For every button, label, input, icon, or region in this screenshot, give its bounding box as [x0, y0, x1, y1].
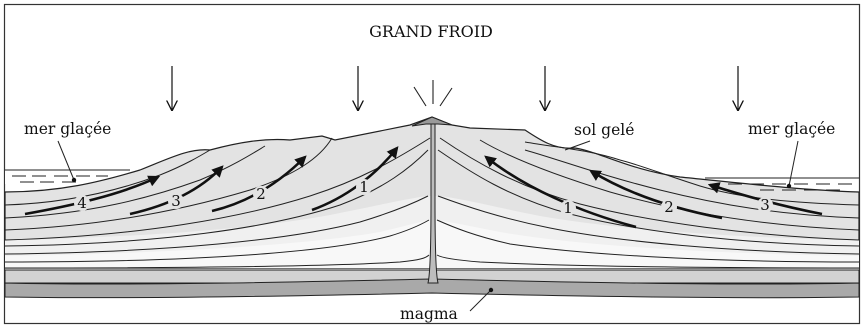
- arrow-number: 1: [359, 178, 369, 196]
- arrow-number: 2: [664, 198, 674, 216]
- summit-rays: [414, 80, 452, 106]
- label-magma: magma: [400, 305, 458, 323]
- arrow-number: 2: [256, 185, 266, 203]
- label-frozen-ground: sol gelé: [574, 121, 634, 139]
- label-sea-left: mer glaçée: [24, 120, 111, 138]
- leader-sea-right: [789, 141, 798, 186]
- label-sea-right: mer glaçée: [748, 120, 835, 138]
- arrow-number: 4: [77, 194, 87, 212]
- diagram-title: GRAND FROID: [369, 22, 493, 41]
- cold-arrows: [172, 66, 738, 110]
- arrow-number: 1: [563, 199, 573, 217]
- arrow-number: 3: [760, 196, 770, 214]
- arrow-number: 3: [171, 192, 181, 210]
